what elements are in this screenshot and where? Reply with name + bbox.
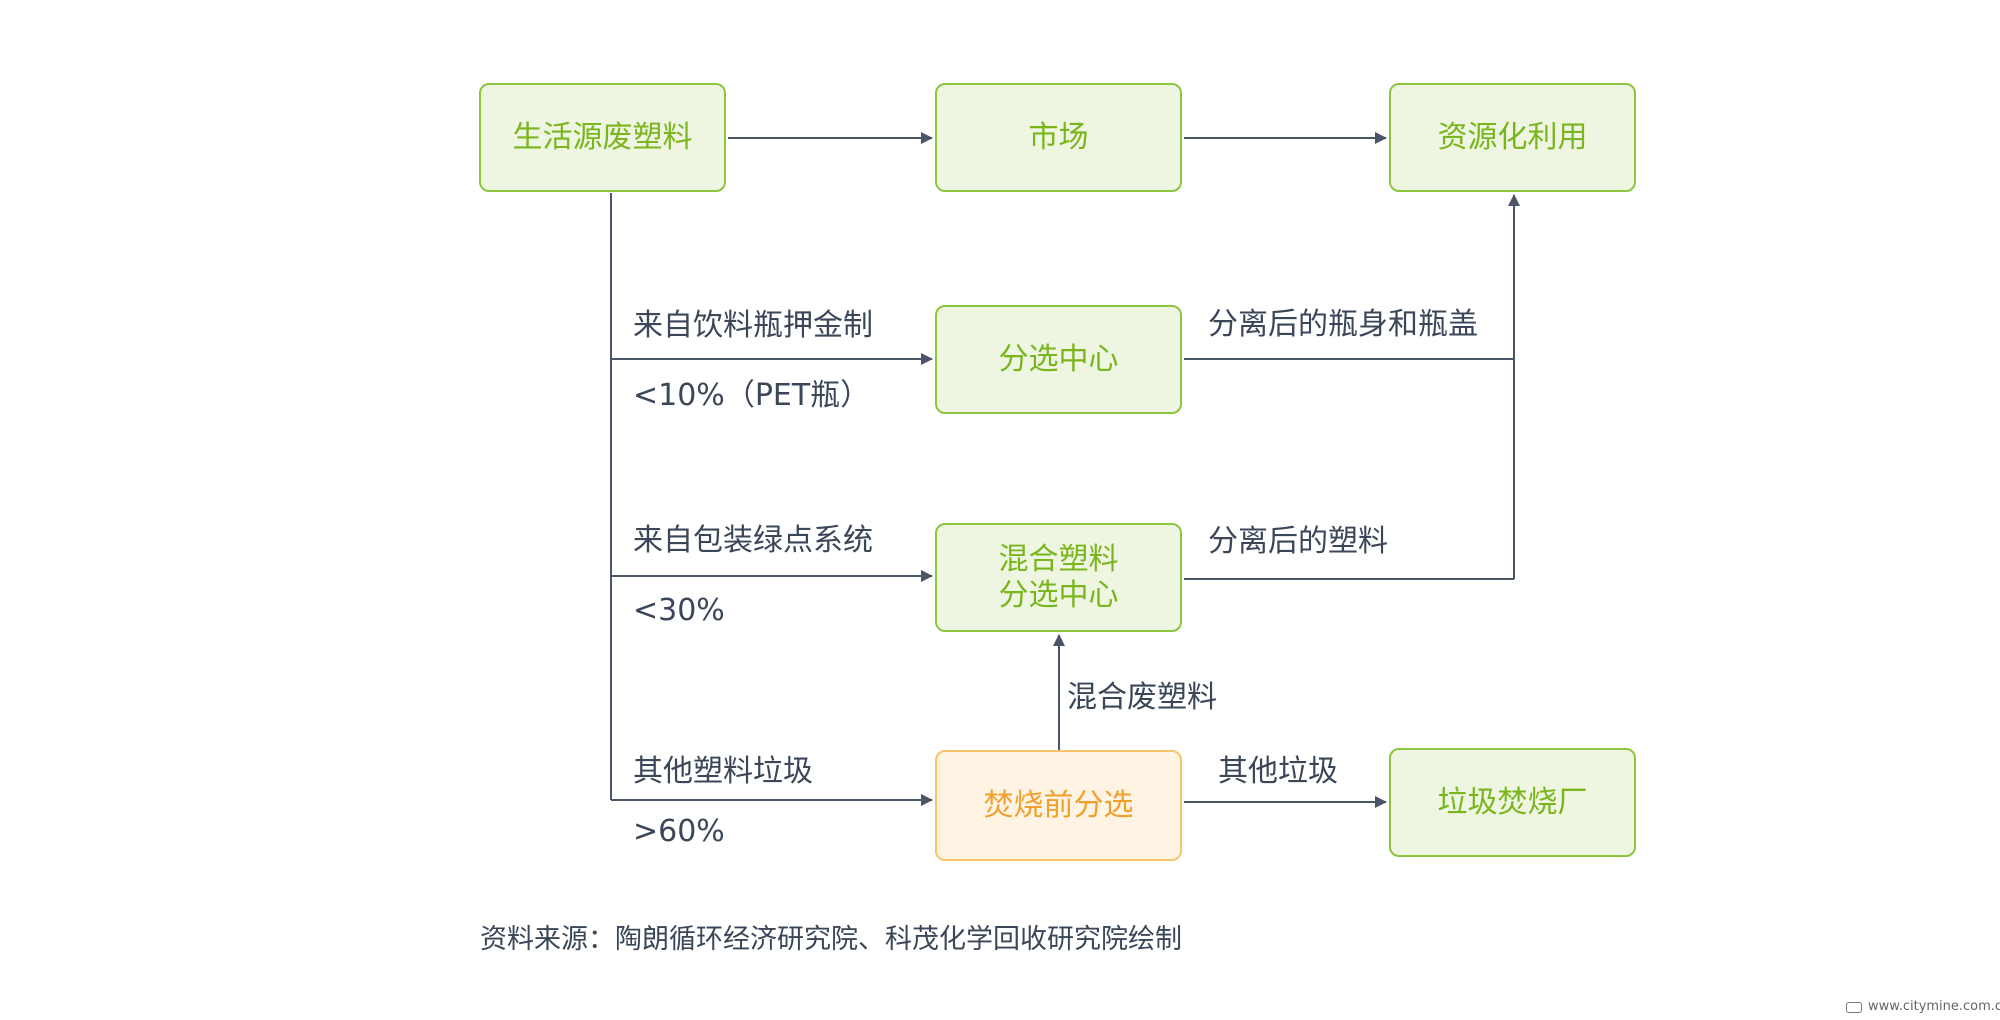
- box-label: 分选中心: [998, 341, 1119, 377]
- box-resource-utilization: 资源化利用: [1389, 83, 1636, 192]
- label-other-waste: 其他垃圾: [1218, 754, 1338, 789]
- box-sorting-center: 分选中心: [935, 305, 1182, 414]
- box-pre-incineration-sorting: 焚烧前分选: [935, 750, 1182, 861]
- box-label-line1: 混合塑料: [998, 541, 1119, 577]
- box-label: 资源化利用: [1437, 119, 1588, 155]
- label-other-plastic-waste: 其他塑料垃圾: [633, 754, 813, 789]
- label-bottles-and-caps: 分离后的瓶身和瓶盖: [1208, 307, 1478, 342]
- box-mixed-plastic-sorting-center: 混合塑料 分选中心: [935, 523, 1182, 632]
- source-note: 资料来源：陶朗循环经济研究院、科茂化学回收研究院绘制: [480, 924, 1182, 955]
- box-label: 垃圾焚烧厂: [1437, 784, 1588, 820]
- label-mixed-waste-plastic: 混合废塑料: [1067, 680, 1217, 715]
- label-other-share: >60%: [633, 814, 725, 849]
- label-green-dot-share: <30%: [633, 593, 725, 628]
- watermark: www.citymine.com.cn: [1846, 999, 2000, 1015]
- box-domestic-waste-plastic: 生活源废塑料: [479, 83, 726, 192]
- box-label-line2: 分选中心: [998, 577, 1119, 613]
- watermark-text: www.citymine.com.cn: [1868, 999, 2000, 1014]
- label-green-dot-system: 来自包装绿点系统: [633, 523, 873, 558]
- label-deposit-system: 来自饮料瓶押金制: [633, 308, 873, 343]
- watermark-logo-icon: [1846, 1001, 1862, 1013]
- label-deposit-share: <10%（PET瓶）: [633, 378, 871, 413]
- label-separated-plastics: 分离后的塑料: [1208, 524, 1388, 559]
- box-label: 焚烧前分选: [983, 787, 1134, 823]
- box-label: 市场: [1028, 119, 1089, 155]
- box-incineration-plant: 垃圾焚烧厂: [1389, 748, 1636, 857]
- box-label: 生活源废塑料: [512, 119, 693, 155]
- box-market: 市场: [935, 83, 1182, 192]
